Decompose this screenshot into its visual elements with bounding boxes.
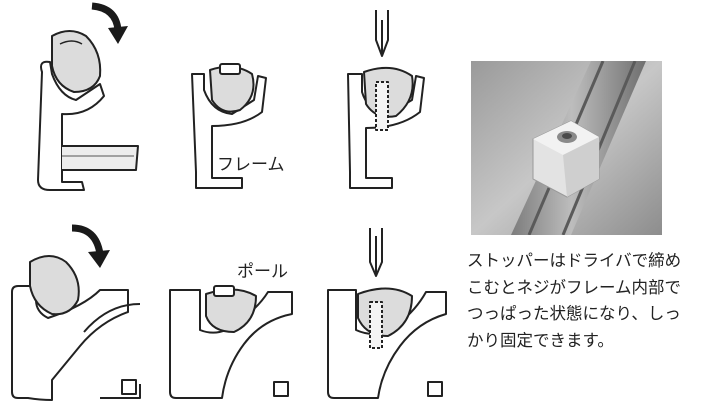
frame-profile <box>37 60 105 191</box>
pole-step-3 <box>327 228 447 399</box>
pole-label: ポール <box>237 262 288 282</box>
screwdriver-icon <box>375 10 389 57</box>
frame-step-3 <box>347 10 425 189</box>
screwdriver-icon <box>369 228 383 277</box>
stopper-icon <box>29 255 80 316</box>
stopper-photo <box>471 61 662 235</box>
stopper-icon <box>51 30 102 93</box>
curved-arrow-icon <box>71 224 104 255</box>
stopper-block <box>532 120 600 198</box>
caption-line: かり固定できます。 <box>467 330 614 350</box>
pole-step-1 <box>11 224 141 401</box>
frame-profile <box>191 73 267 189</box>
caption-text: ストッパーはドライバで締め こむとネジがフレーム内部で つっぱった状態になり、し… <box>467 248 717 354</box>
caption-line: こむとネジがフレーム内部で <box>467 277 682 297</box>
caption-line: つっぱった状態になり、しっ <box>467 304 681 323</box>
curved-arrow-icon <box>91 2 122 31</box>
pole-step-2 <box>169 285 293 399</box>
rail-bar <box>62 145 139 171</box>
frame-step-2 <box>191 63 267 189</box>
frame-step-1 <box>37 2 139 191</box>
frame-label: フレーム <box>217 155 285 175</box>
caption-line: ストッパーはドライバで締め <box>467 251 682 270</box>
